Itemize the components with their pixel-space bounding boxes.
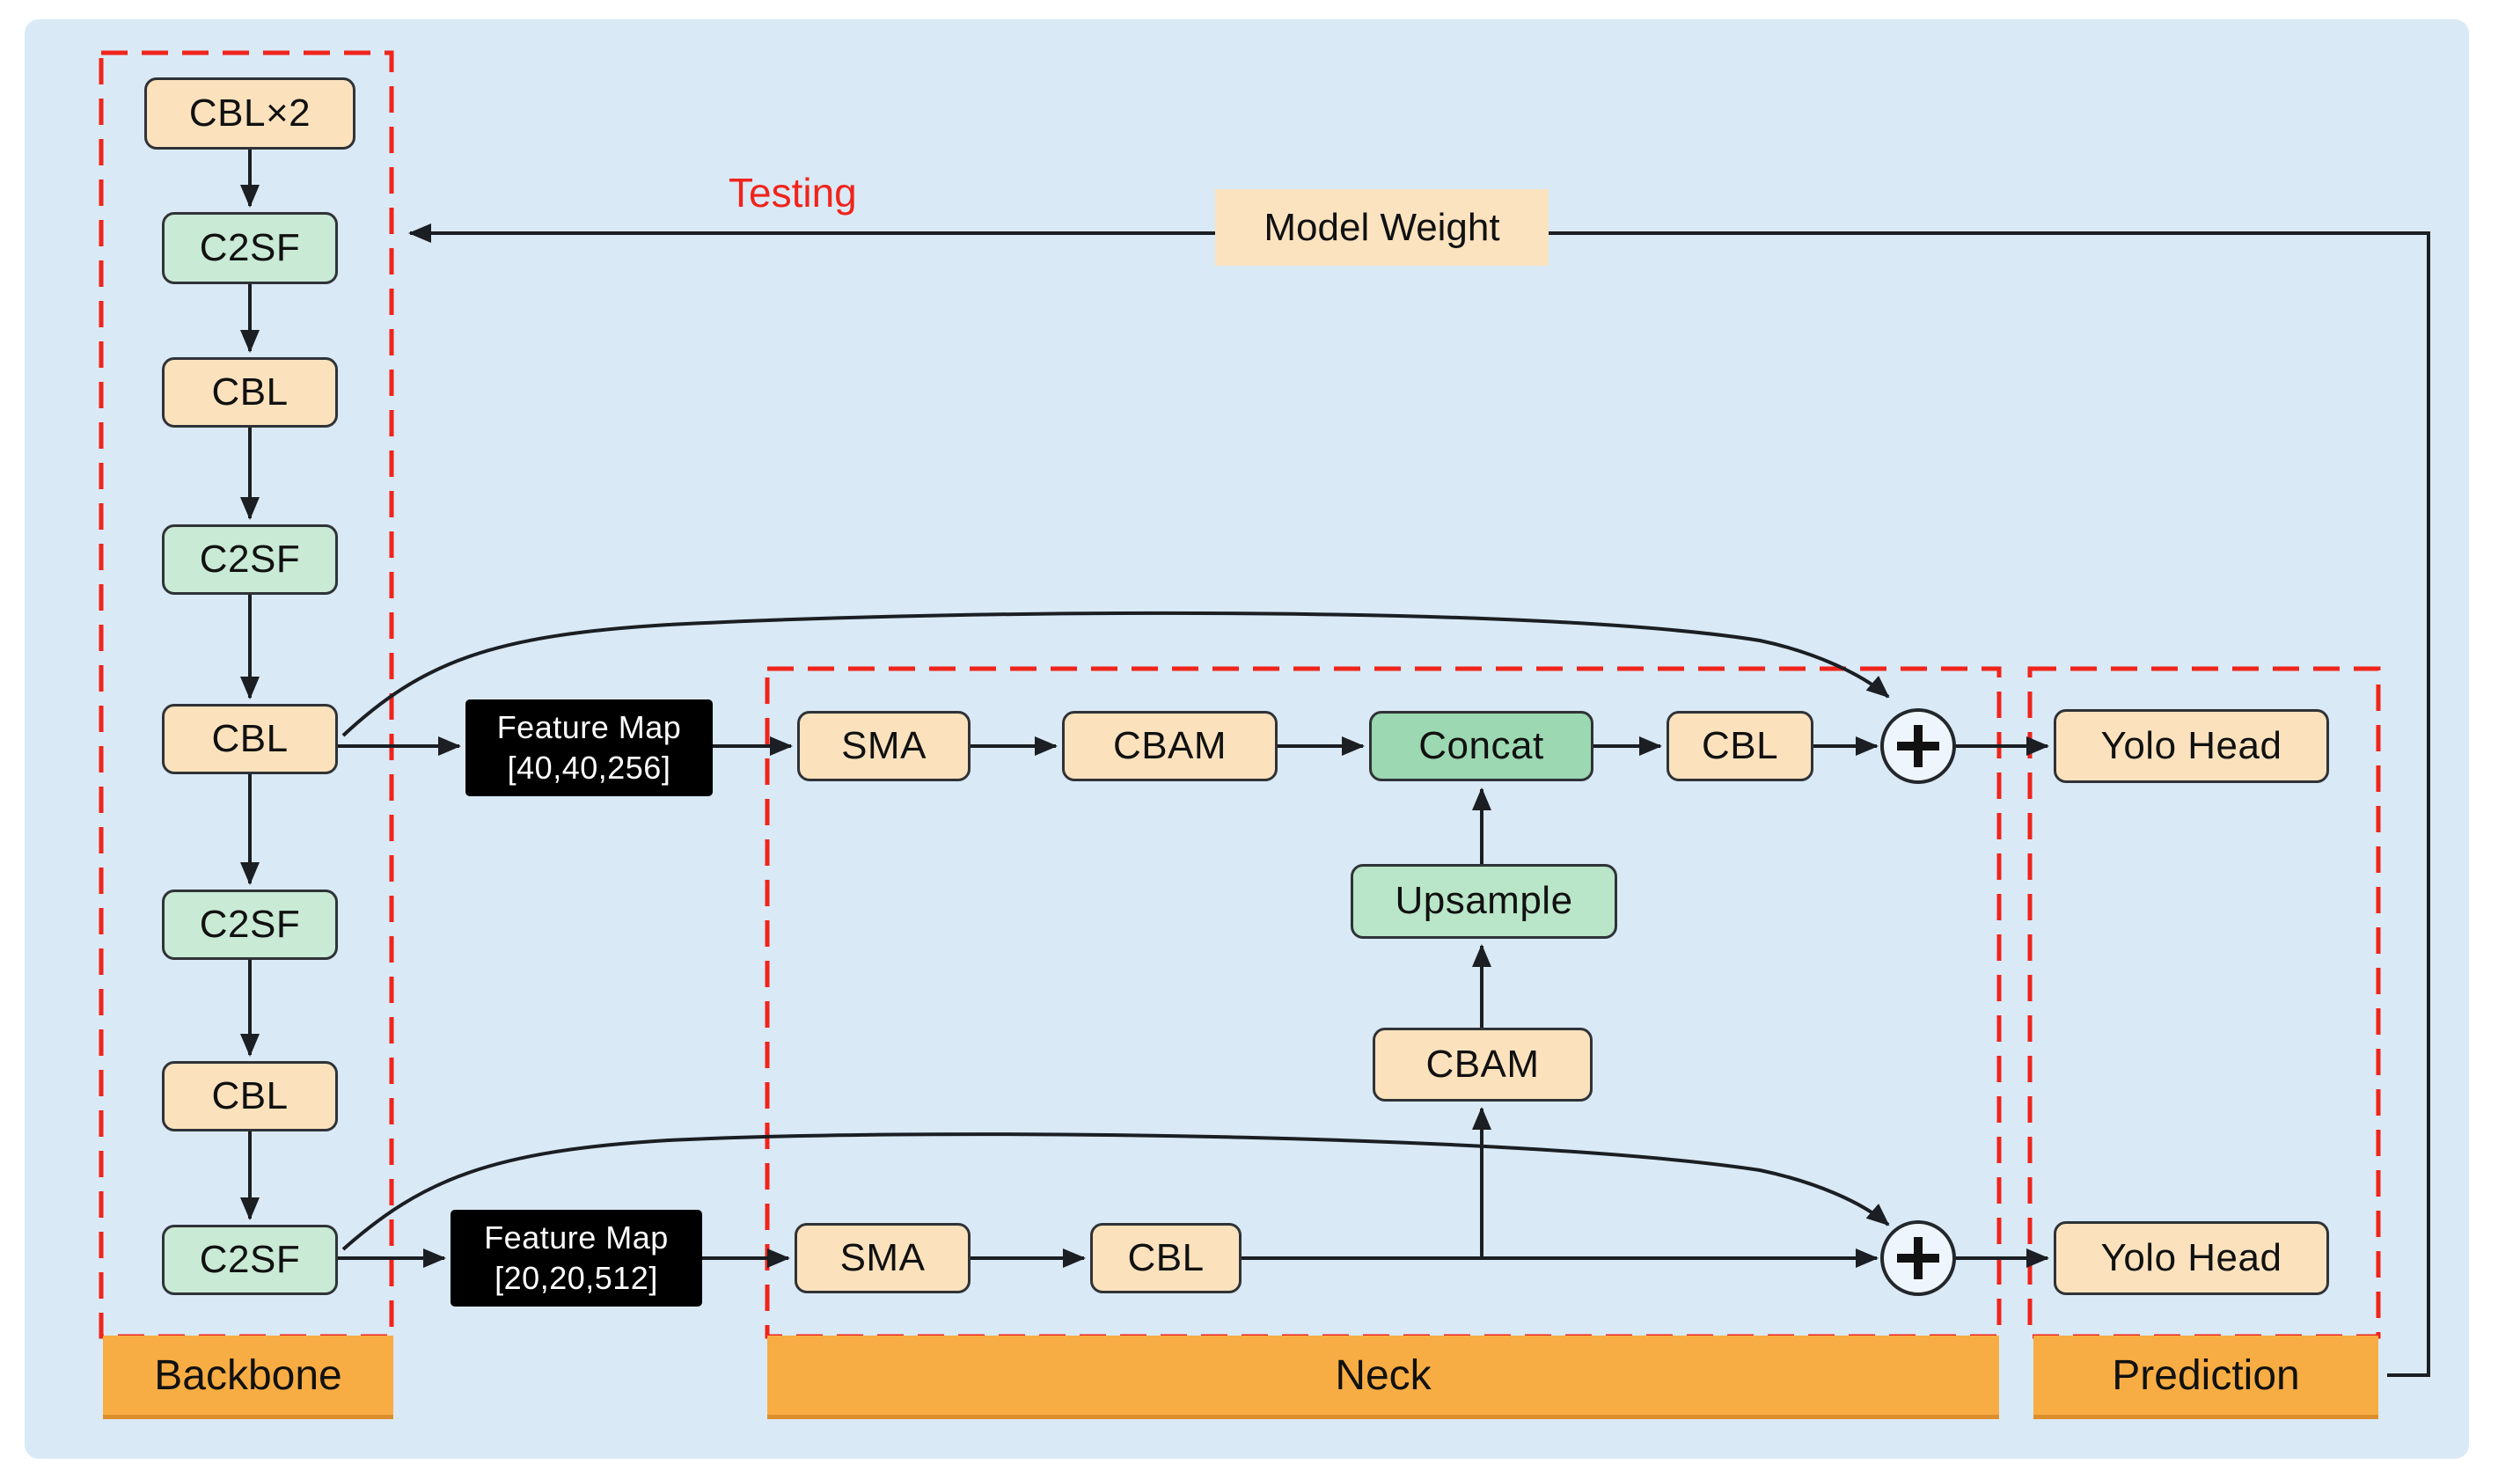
cbam-1-node: CBAM bbox=[1062, 711, 1278, 781]
feature-map-1-node: Feature Map [40,40,256] bbox=[465, 699, 713, 796]
sma-2-node: SMA bbox=[795, 1223, 971, 1293]
c2sf-4-node: C2SF bbox=[162, 1225, 338, 1295]
cbam-2-node: CBAM bbox=[1373, 1028, 1593, 1102]
c2sf-1-node: C2SF bbox=[162, 212, 338, 284]
cbl-1-node: CBL bbox=[162, 357, 338, 428]
neck-section-bar: Neck bbox=[767, 1336, 1999, 1419]
connector-edge bbox=[408, 223, 2430, 1377]
connector-edge bbox=[341, 611, 1890, 737]
sma-1-node: SMA bbox=[797, 711, 971, 781]
cbl-3-node: CBL bbox=[162, 1061, 338, 1131]
connector-edge bbox=[341, 1132, 1890, 1251]
cbl-4-node: CBL bbox=[1667, 711, 1813, 781]
c2sf-3-node: C2SF bbox=[162, 890, 338, 960]
cbl-x2-node: CBL×2 bbox=[144, 77, 355, 150]
plus-1-add-icon bbox=[1880, 708, 1956, 784]
cbl-5-node: CBL bbox=[1090, 1223, 1242, 1293]
model-weight-box: Model Weight bbox=[1215, 189, 1549, 266]
yolo-head-2-node: Yolo Head bbox=[2054, 1221, 2329, 1295]
yolo-head-1-node: Yolo Head bbox=[2054, 709, 2329, 783]
prediction-section-label: Prediction bbox=[2112, 1351, 2300, 1399]
feature-map-2-node: Feature Map [20,20,512] bbox=[451, 1210, 702, 1307]
plus-2-add-icon bbox=[1880, 1220, 1956, 1296]
neck-section-label: Neck bbox=[1335, 1351, 1432, 1399]
upsample-node: Upsample bbox=[1351, 864, 1617, 939]
concat-node: Concat bbox=[1369, 711, 1593, 781]
prediction-section-bar: Prediction bbox=[2033, 1336, 2378, 1419]
testing-label: Testing bbox=[729, 170, 857, 216]
backbone-section-label: Backbone bbox=[154, 1351, 342, 1399]
model-weight-label: Model Weight bbox=[1264, 205, 1500, 249]
c2sf-2-node: C2SF bbox=[162, 524, 338, 595]
cbl-2-node: CBL bbox=[162, 704, 338, 774]
backbone-section-bar: Backbone bbox=[103, 1336, 393, 1419]
